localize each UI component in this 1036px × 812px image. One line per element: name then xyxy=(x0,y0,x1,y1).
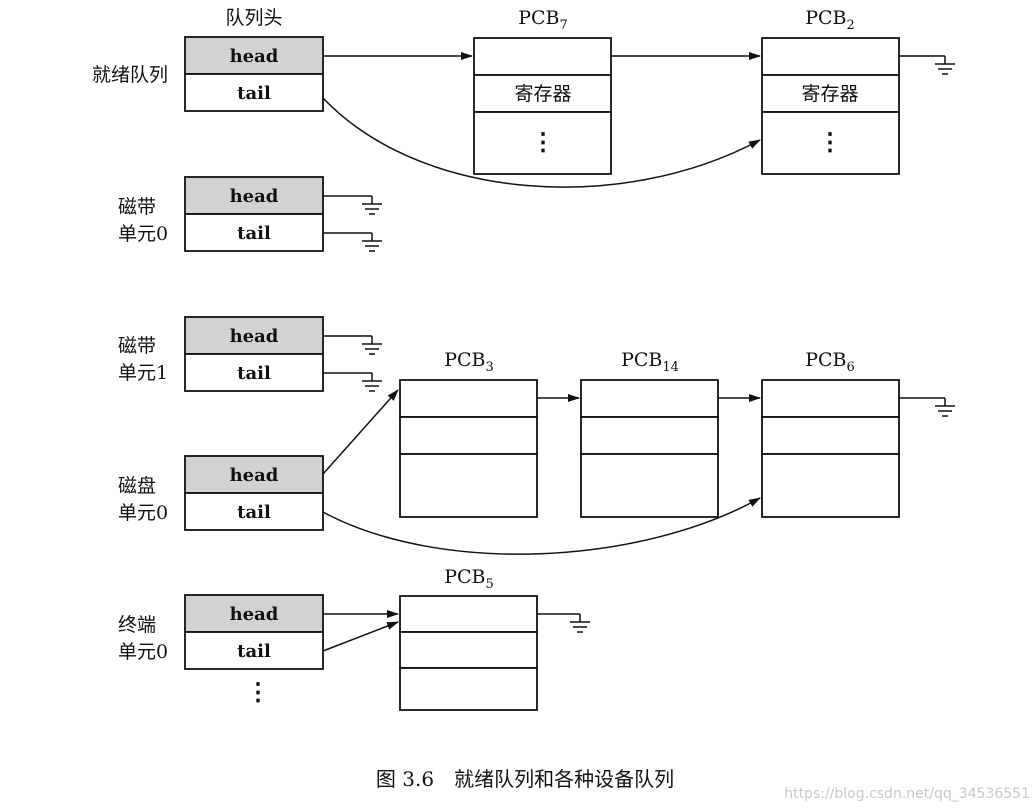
tail-cell xyxy=(184,631,324,670)
pcb-cell xyxy=(580,416,719,455)
queue-header-label: 队列头 xyxy=(225,7,282,29)
pcb-rest-cell xyxy=(761,111,900,175)
tail-text: tail xyxy=(237,641,271,662)
pcb-title: PCB14 xyxy=(621,349,679,375)
pcb-pointer-cell xyxy=(399,379,538,418)
pcb-cell xyxy=(399,631,538,669)
tail-cell xyxy=(184,353,324,392)
queue-tape-0: 磁带 单元0 head tail xyxy=(118,176,324,252)
null-ground-icon xyxy=(362,196,382,215)
queue-label-line: 单元0 xyxy=(118,223,168,245)
queue-label-line: 磁带 xyxy=(118,335,156,357)
disk-tail-arrow xyxy=(322,497,761,555)
queue-terminal-0: 终端 单元0 head tail xyxy=(118,594,324,670)
queue-label-line: 单元0 xyxy=(118,502,168,524)
head-text: head xyxy=(230,46,279,67)
tail-text: tail xyxy=(237,223,271,244)
terminal-tail-arrow xyxy=(322,621,399,652)
pcb-cell xyxy=(399,416,538,455)
head-text: head xyxy=(230,326,279,347)
pcb-3: PCB3 xyxy=(399,349,538,518)
queue-ready: 就绪队列 head tail xyxy=(92,36,324,112)
queue-label-line: 就绪队列 xyxy=(92,64,168,86)
pcb-title: PCB6 xyxy=(805,349,855,375)
null-ground-icon xyxy=(935,398,955,417)
pcb-rest-cell xyxy=(473,111,612,175)
pcb-rest-cell xyxy=(399,667,538,711)
queue-label-line: 磁带 xyxy=(118,196,156,218)
pcb-title: PCB7 xyxy=(518,7,568,33)
tail-cell xyxy=(184,492,324,531)
pcb-register-cell xyxy=(473,74,612,113)
null-ground-icon xyxy=(570,614,590,633)
queue-label-line: 单元0 xyxy=(118,641,168,663)
disk-head-arrow xyxy=(322,389,399,475)
pcb-pointer-cell xyxy=(580,379,719,418)
pcb-7: PCB7 寄存器 ⋮ xyxy=(473,7,612,175)
pcb-dots: ⋮ xyxy=(818,127,842,156)
pcb-title: PCB2 xyxy=(805,7,855,33)
null-ground-icon xyxy=(362,373,382,392)
pcb-pointer-cell xyxy=(473,37,612,76)
tail-text: tail xyxy=(237,83,271,104)
register-label: 寄存器 xyxy=(801,83,858,105)
pcb-6: PCB6 xyxy=(761,349,900,518)
pcb-rest-cell xyxy=(580,453,719,518)
pcb-cell xyxy=(761,416,900,455)
queue-disk-0: 磁盘 单元0 head tail xyxy=(118,455,324,531)
pcb-title: PCB3 xyxy=(444,349,494,375)
more-queues-dots: ⋮ xyxy=(246,677,270,706)
tail-cell xyxy=(184,73,324,112)
pcb-pointer-cell xyxy=(761,37,900,76)
queue-tape-1: 磁带 单元1 head tail xyxy=(118,316,324,392)
figure-caption: 图 3.6 就绪队列和各种设备队列 xyxy=(376,767,674,791)
null-ground-icon xyxy=(935,56,955,75)
register-label: 寄存器 xyxy=(514,83,571,105)
queue-label-line: 单元1 xyxy=(118,362,168,384)
pcb-dots: ⋮ xyxy=(531,127,555,156)
head-text: head xyxy=(230,465,279,486)
watermark: https://blog.csdn.net/qq_34536551 xyxy=(784,786,1030,802)
tail-text: tail xyxy=(237,363,271,384)
null-ground-icon xyxy=(362,233,382,252)
pcb-pointer-cell xyxy=(761,379,900,418)
queue-label-line: 终端 xyxy=(118,614,156,636)
ready-tail-arrow xyxy=(322,97,761,188)
pcb-2: PCB2 寄存器 ⋮ xyxy=(761,7,900,175)
head-text: head xyxy=(230,604,279,625)
pcb-title: PCB5 xyxy=(444,566,494,592)
tail-text: tail xyxy=(237,502,271,523)
pcb-rest-cell xyxy=(761,453,900,518)
queue-label-line: 磁盘 xyxy=(118,475,156,497)
head-cell xyxy=(184,36,324,75)
pcb-5: PCB5 xyxy=(399,566,538,711)
pcb-rest-cell xyxy=(399,453,538,518)
pcb-14: PCB14 xyxy=(580,349,719,518)
null-ground-icon xyxy=(362,336,382,355)
head-text: head xyxy=(230,186,279,207)
pcb-pointer-cell xyxy=(399,595,538,633)
